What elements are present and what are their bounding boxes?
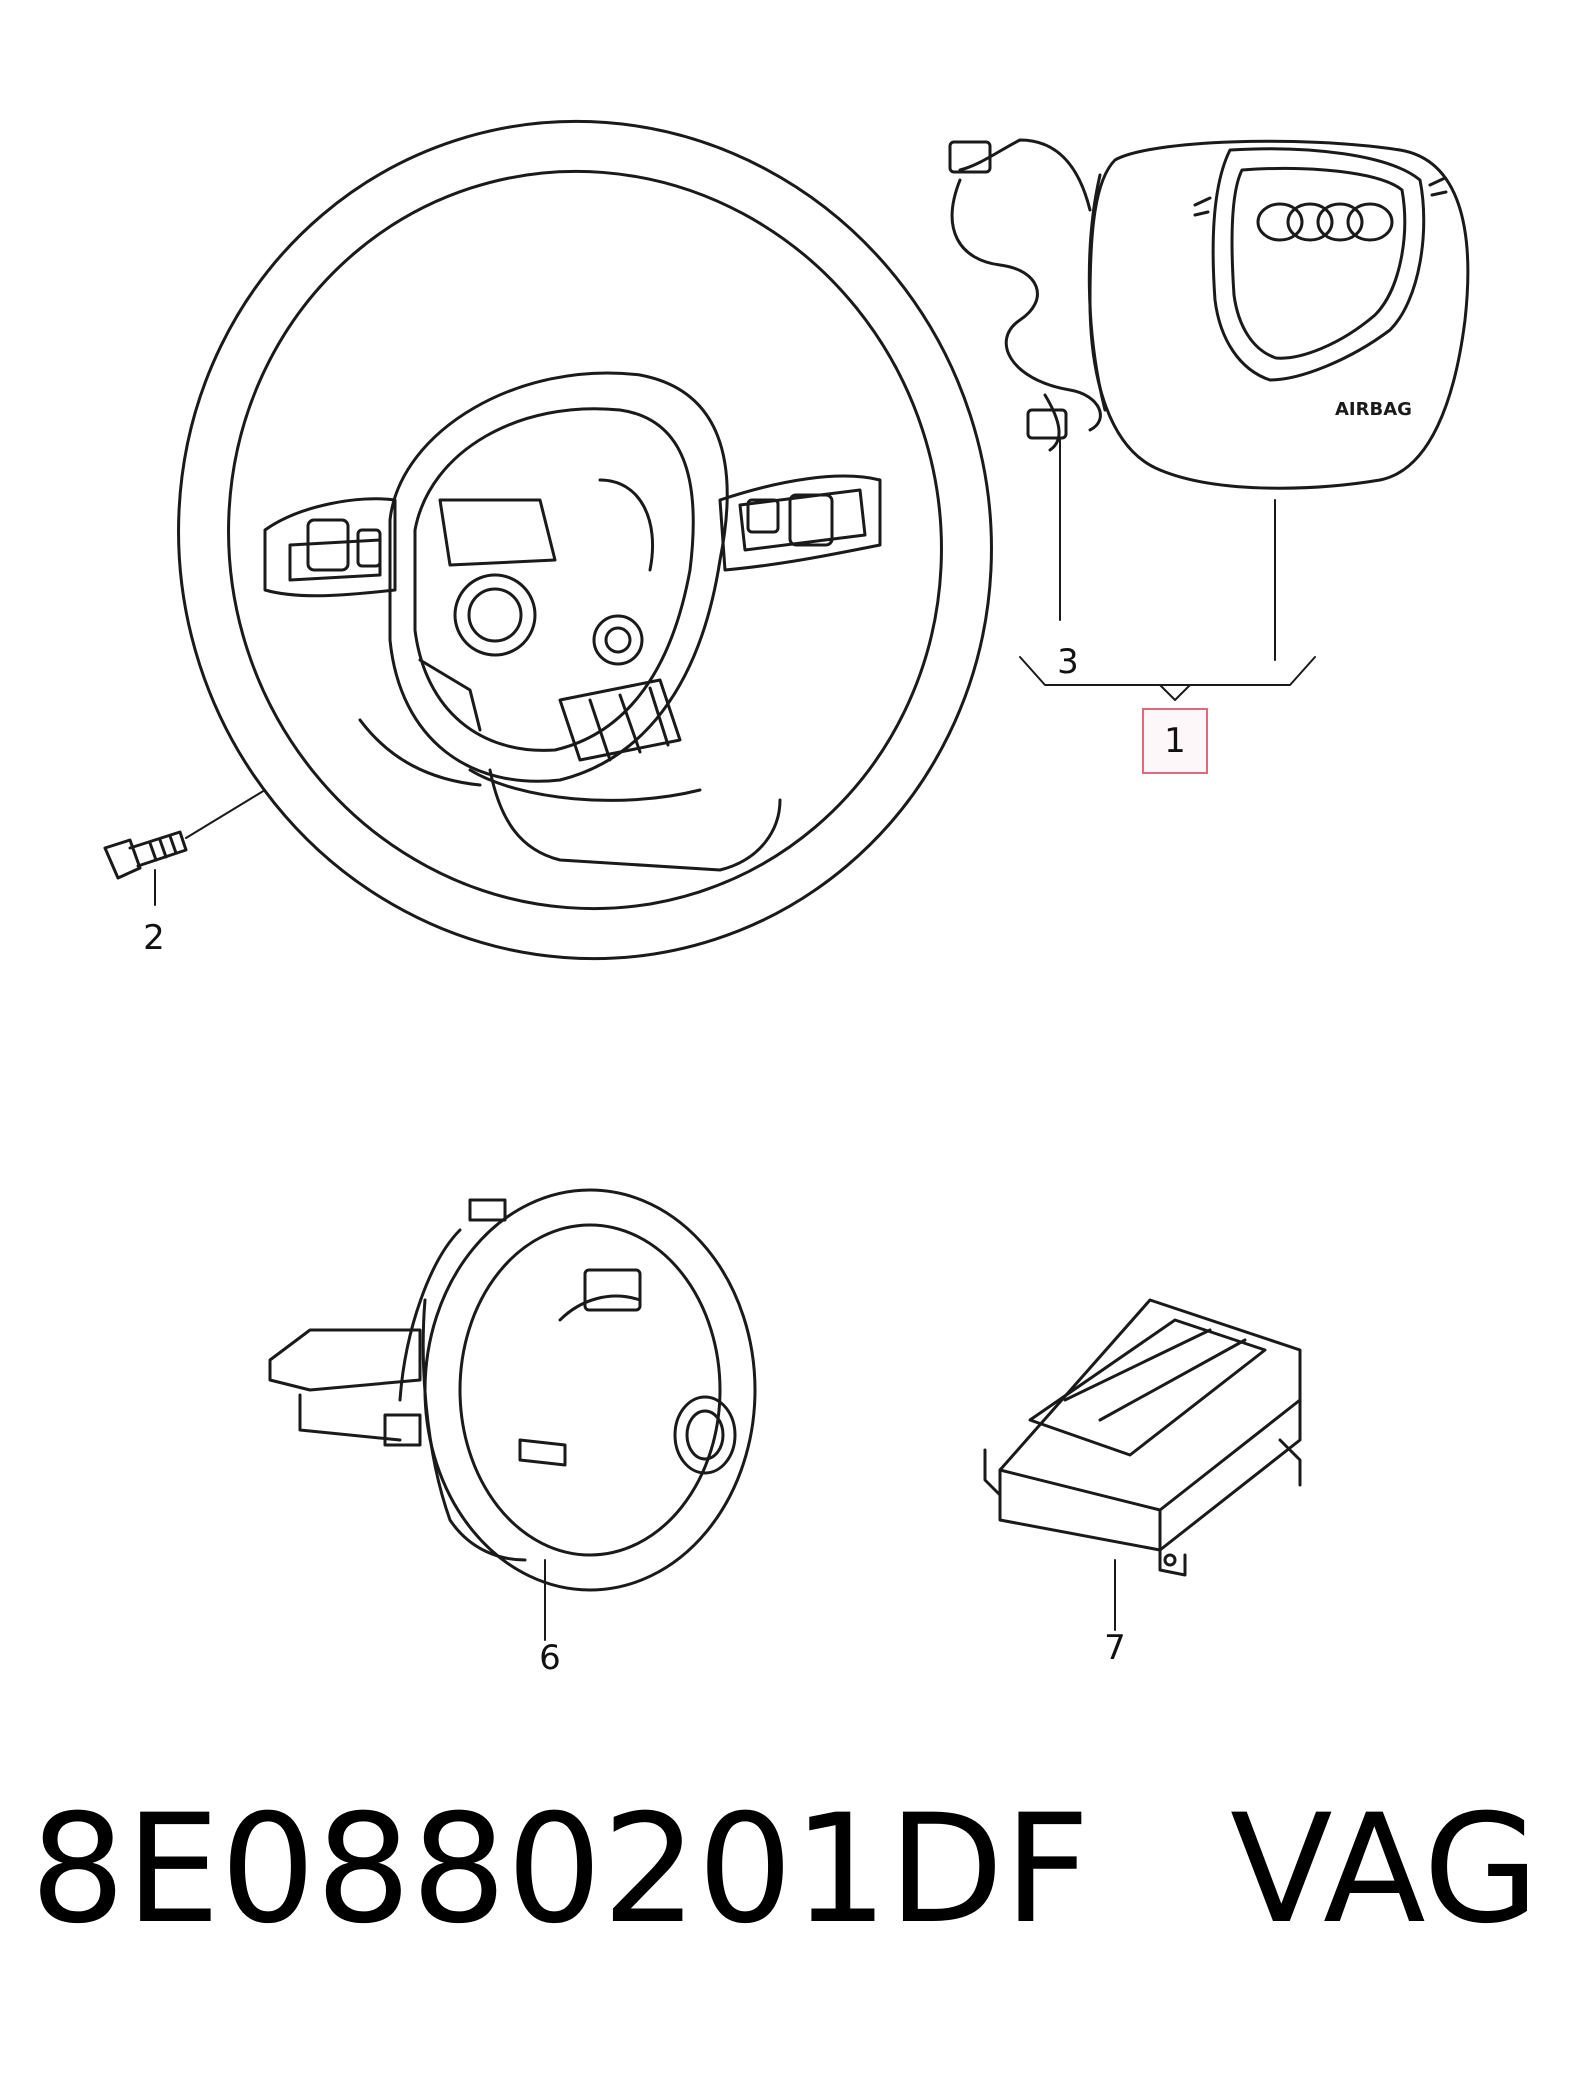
part-number-footer: 8E0880201DF VAG	[30, 1770, 1560, 1970]
clock-spring	[268, 1188, 757, 1641]
callout-2[interactable]: 2	[143, 918, 165, 958]
callout-3[interactable]: 3	[1057, 642, 1079, 682]
airbag-module	[948, 138, 1470, 701]
steering-wheel	[177, 119, 993, 961]
callout-6[interactable]: 6	[539, 1638, 561, 1678]
bolt	[103, 789, 266, 906]
airbag-label: AIRBAG	[1335, 399, 1412, 420]
part-number: 8E0880201DF	[30, 1783, 1091, 1957]
airbag-control-unit	[983, 1298, 1302, 1631]
callout-1[interactable]: 1	[1142, 708, 1208, 774]
brand-name: VAG	[1230, 1783, 1540, 1957]
callout-7[interactable]: 7	[1104, 1628, 1126, 1668]
